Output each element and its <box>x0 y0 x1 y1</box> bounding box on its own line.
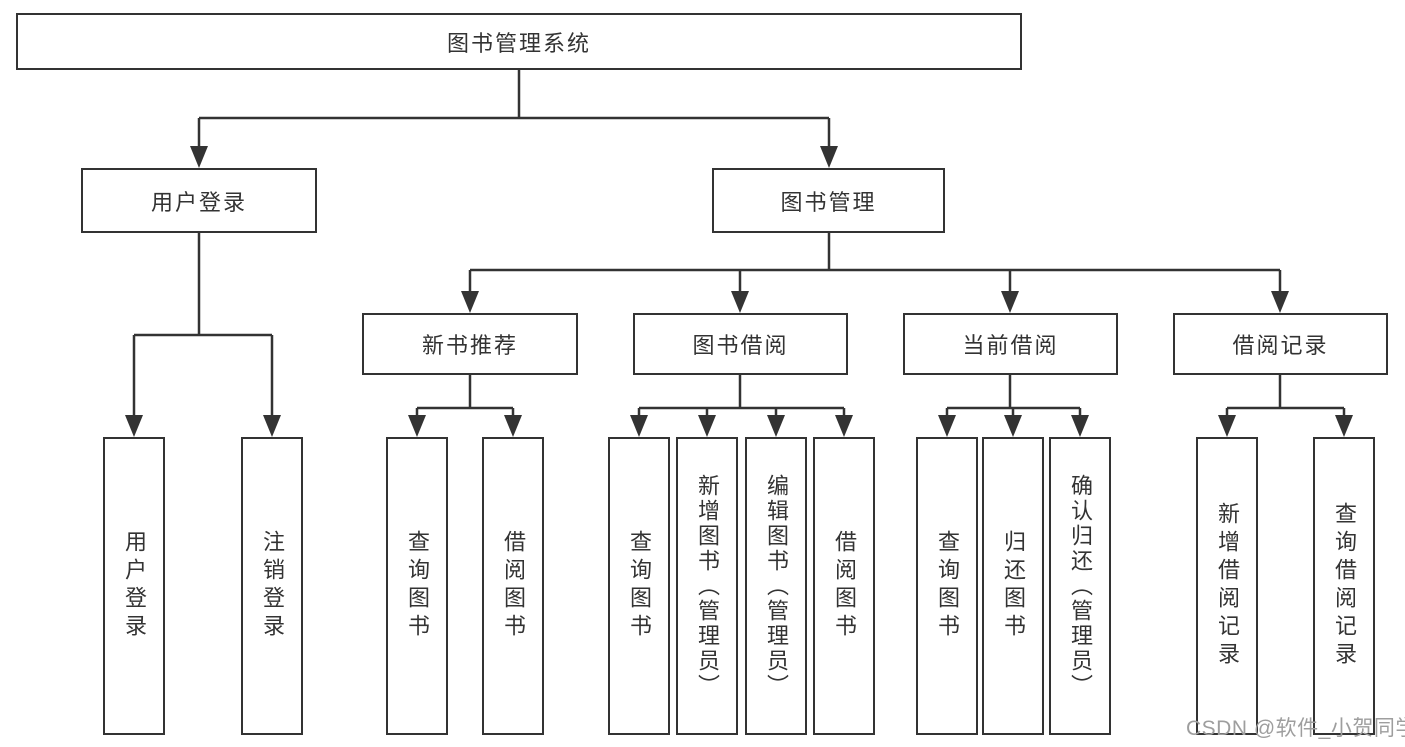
leaf-logout-label: 注销登录 <box>260 530 285 642</box>
leaf-add-borrow-record-label: 新增借阅记录 <box>1215 502 1240 670</box>
leaf-return-books-label: 归还图书 <box>1001 530 1026 642</box>
leaf-query-borrow-record: 查询借阅记录 <box>1313 437 1375 735</box>
leaf-return-books: 归还图书 <box>982 437 1044 735</box>
leaf-query-books-3: 查询图书 <box>916 437 978 735</box>
node-book-management: 图书管理 <box>712 168 945 233</box>
leaf-query-books-2-label: 查询图书 <box>627 530 652 642</box>
leaf-confirm-return-admin-label: 确认归还（管理员） <box>1068 473 1093 699</box>
leaf-edit-books-admin-label: 编辑图书（管理员） <box>764 473 789 699</box>
leaf-query-books-1: 查询图书 <box>386 437 448 735</box>
node-root-system: 图书管理系统 <box>16 13 1022 70</box>
leaf-add-books-admin-label: 新增图书（管理员） <box>695 473 720 699</box>
leaf-query-books-3-label: 查询图书 <box>935 530 960 642</box>
leaf-borrow-books-2: 借阅图书 <box>813 437 875 735</box>
node-book-borrow: 图书借阅 <box>633 313 848 375</box>
leaf-user-login-label: 用户登录 <box>122 530 147 642</box>
arrowheads <box>125 146 1353 437</box>
leaf-confirm-return-admin: 确认归还（管理员） <box>1049 437 1111 735</box>
leaf-borrow-books-2-label: 借阅图书 <box>832 530 857 642</box>
leaf-logout: 注销登录 <box>241 437 303 735</box>
node-current-borrow: 当前借阅 <box>903 313 1118 375</box>
leaf-query-borrow-record-label: 查询借阅记录 <box>1332 502 1357 670</box>
leaf-add-books-admin: 新增图书（管理员） <box>676 437 738 735</box>
watermark: CSDN @软件_小贺同学 <box>1186 717 1405 740</box>
leaf-borrow-books-1-label: 借阅图书 <box>501 530 526 642</box>
node-borrow-records: 借阅记录 <box>1173 313 1388 375</box>
node-user-login: 用户登录 <box>81 168 317 233</box>
leaf-add-borrow-record: 新增借阅记录 <box>1196 437 1258 735</box>
leaf-query-books-1-label: 查询图书 <box>405 530 430 642</box>
leaf-user-login: 用户登录 <box>103 437 165 735</box>
node-new-book-recommend: 新书推荐 <box>362 313 578 375</box>
leaf-edit-books-admin: 编辑图书（管理员） <box>745 437 807 735</box>
leaf-query-books-2: 查询图书 <box>608 437 670 735</box>
leaf-borrow-books-1: 借阅图书 <box>482 437 544 735</box>
